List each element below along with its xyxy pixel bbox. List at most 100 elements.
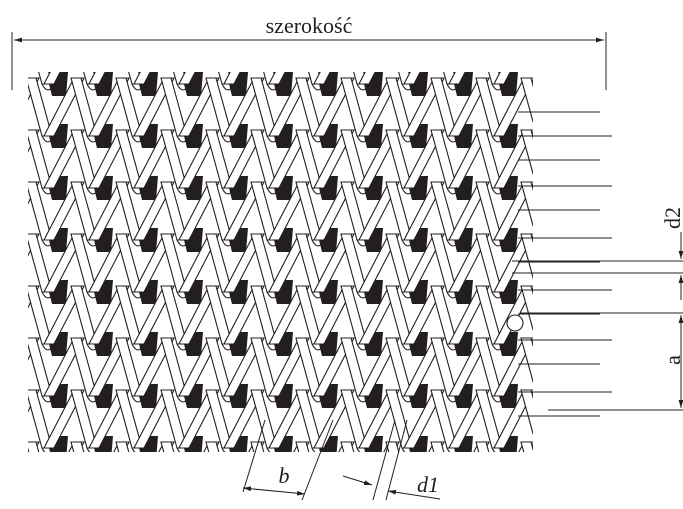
mesh-bend <box>491 447 505 452</box>
mesh-bend <box>356 447 370 452</box>
mesh-strand <box>539 182 579 240</box>
mesh-bend <box>401 83 415 91</box>
mesh-bend <box>311 135 325 143</box>
mesh-bend <box>221 447 235 452</box>
mesh-shadow <box>1 488 23 509</box>
width-label: szerokość <box>266 13 353 38</box>
mesh-strand <box>0 182 7 240</box>
mesh-shadow <box>46 488 68 509</box>
mesh-bend <box>266 239 280 247</box>
mesh-bend <box>0 396 9 402</box>
d1-dimension <box>342 419 441 501</box>
mesh-strand <box>520 285 533 332</box>
mesh-bend <box>41 135 55 143</box>
mesh-bend <box>222 500 234 506</box>
mesh-strand <box>295 441 310 452</box>
mesh-bend <box>266 83 280 91</box>
mesh-bend <box>41 83 55 91</box>
mesh-bend <box>86 343 100 351</box>
mesh-bend <box>401 395 415 403</box>
b-label: b <box>279 463 290 488</box>
mesh-bend <box>401 135 415 143</box>
mesh-strand <box>0 442 7 500</box>
a-label: a <box>660 355 683 365</box>
mesh-bend <box>491 291 505 299</box>
mesh-shadow <box>496 488 518 509</box>
mesh-strand <box>520 129 533 176</box>
mesh-bend <box>221 395 235 403</box>
mesh-bend <box>401 291 415 299</box>
mesh-bend <box>492 500 504 506</box>
mesh-strand <box>475 441 490 452</box>
mesh-bend <box>402 500 414 506</box>
d2-label: d2 <box>660 207 683 229</box>
mesh-shadow <box>136 488 158 509</box>
mesh-bend <box>0 84 9 90</box>
mesh-bend <box>131 83 145 91</box>
mesh-strand <box>385 441 400 452</box>
mesh-bend <box>131 343 145 351</box>
mesh-bend <box>356 135 370 143</box>
mesh-strand <box>539 338 579 396</box>
mesh-bend <box>356 239 370 247</box>
mesh-bend <box>176 187 190 195</box>
mesh-bend <box>356 291 370 299</box>
mesh-bend <box>221 83 235 91</box>
mesh-bend <box>86 395 100 403</box>
mesh-bend <box>491 135 505 143</box>
mesh-strand <box>250 441 265 452</box>
mesh-strand <box>539 442 579 500</box>
mesh-bend <box>356 83 370 91</box>
mesh-bend <box>311 395 325 403</box>
mesh-shadow <box>541 72 563 96</box>
woven-mesh <box>0 26 579 509</box>
mesh-shadow <box>541 384 563 408</box>
mesh-bend <box>446 291 460 299</box>
mesh-strand <box>28 441 40 452</box>
d1-label: d1 <box>417 472 439 497</box>
mesh-shadow <box>541 488 563 509</box>
mesh-bend <box>266 447 280 452</box>
mesh-bend <box>491 239 505 247</box>
mesh-bend <box>221 135 235 143</box>
mesh-strand <box>539 234 579 292</box>
mesh-bend <box>311 343 325 351</box>
mesh-shadow <box>91 488 113 509</box>
mesh-bend <box>537 240 549 246</box>
mesh-strand <box>520 389 533 436</box>
mesh-shadow <box>541 332 563 356</box>
mesh-bend <box>537 292 549 298</box>
mesh-bend <box>446 187 460 195</box>
mesh-bend <box>86 135 100 143</box>
mesh-bend <box>446 343 460 351</box>
mesh-bend <box>266 291 280 299</box>
mesh-bend <box>176 239 190 247</box>
mesh-bend <box>177 500 189 506</box>
mesh-bend <box>41 187 55 195</box>
mesh-strand <box>205 441 220 452</box>
mesh-shadow <box>541 176 563 200</box>
mesh-bend <box>221 343 235 351</box>
mesh-strand <box>521 26 547 84</box>
mesh-bend <box>446 83 460 91</box>
mesh-strand <box>539 390 579 448</box>
mesh-bend <box>221 291 235 299</box>
mesh-bend <box>446 239 460 247</box>
mesh-bend <box>401 187 415 195</box>
mesh-bend <box>86 447 100 452</box>
mesh-bend <box>176 135 190 143</box>
mesh-bend <box>491 83 505 91</box>
mesh-bend <box>221 239 235 247</box>
mesh-bend <box>86 239 100 247</box>
mesh-bend <box>176 291 190 299</box>
mesh-bend <box>0 344 9 350</box>
mesh-bend <box>41 343 55 351</box>
mesh-bend <box>312 500 324 506</box>
mesh-bend <box>86 83 100 91</box>
mesh-shadow <box>541 228 563 252</box>
mesh-bend <box>311 239 325 247</box>
mesh-shadow <box>316 488 338 509</box>
mesh-strand <box>0 78 7 136</box>
mesh-bend <box>311 83 325 91</box>
mesh-bend <box>131 135 145 143</box>
